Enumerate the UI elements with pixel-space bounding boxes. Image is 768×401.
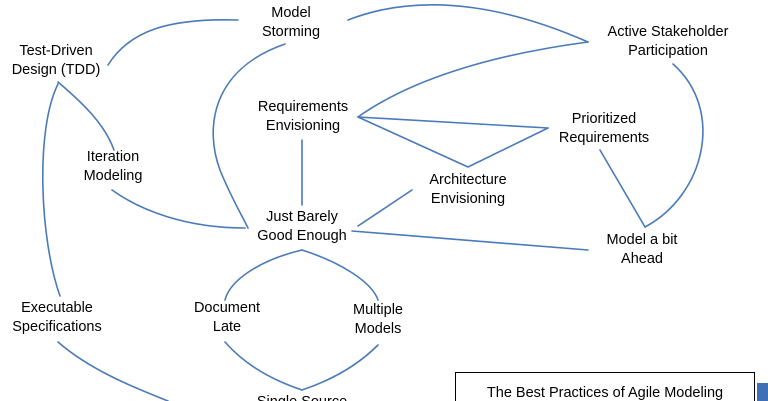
- diagram-title: The Best Practices of Agile Modeling: [486, 385, 724, 401]
- edge-just-barely-document-late: [224, 249, 303, 301]
- node-executable-specifications: Executable Specifications: [12, 300, 102, 335]
- accent-block: [757, 383, 768, 401]
- edge-document-late-single-source: [224, 341, 303, 391]
- edge-just-barely-model-bit-ahead: [351, 230, 589, 251]
- node-prioritized-requirements: Prioritized Requirements: [558, 111, 650, 146]
- node-model-a-bit-ahead: Model a bit Ahead: [606, 232, 678, 267]
- node-iteration-modeling: Iteration Modeling: [83, 149, 143, 184]
- edge-architecture-just-barely: [357, 189, 413, 227]
- edge-executable-single-source: [57, 341, 169, 401]
- edge-requirements-prioritized: [357, 116, 549, 129]
- edge-multiple-models-single-source: [301, 344, 379, 391]
- edge-stakeholder-model-bit-ahead: [644, 63, 704, 228]
- title-box: The Best Practices of Agile Modeling: [455, 372, 755, 401]
- node-test-driven-design: Test-Driven Design (TDD): [11, 43, 101, 78]
- node-architecture-envisioning: Architecture Envisioning: [429, 172, 507, 207]
- edge-requirements-architecture-triangle: [357, 116, 549, 168]
- edge-just-barely-multiple-models: [301, 249, 379, 301]
- edge-tdd-iteration: [57, 81, 115, 151]
- edge-prioritized-model-bit-ahead: [599, 149, 646, 228]
- edge-tdd-model-storming: [107, 18, 239, 66]
- edge-model-storming-stakeholder: [347, 4, 589, 43]
- node-active-stakeholder-participation: Active Stakeholder Participation: [607, 24, 729, 59]
- edge-iteration-just-barely: [111, 189, 246, 229]
- edge-model-storming-just-barely: [212, 43, 286, 229]
- node-model-storming: Model Storming: [261, 5, 321, 40]
- edge-tdd-executable: [41, 83, 61, 297]
- edge-requirements-stakeholder: [357, 41, 589, 118]
- node-just-barely-good-enough: Just Barely Good Enough: [257, 209, 347, 244]
- node-requirements-envisioning: Requirements Envisioning: [257, 99, 349, 134]
- node-multiple-models: Multiple Models: [353, 302, 403, 337]
- node-document-late: Document Late: [193, 300, 261, 335]
- node-single-source: Single Source: [257, 393, 347, 401]
